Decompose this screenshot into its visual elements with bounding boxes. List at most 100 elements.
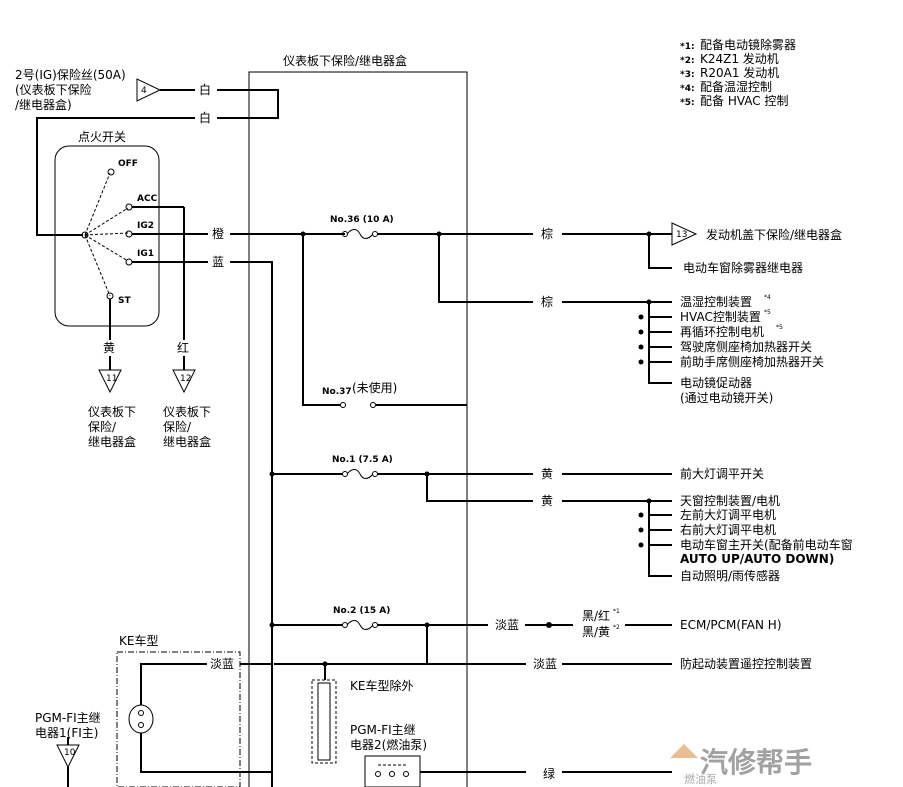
fuse-box-outline bbox=[248, 71, 468, 787]
ig-out-2-line1: 仪表板下 bbox=[163, 405, 211, 419]
relay-2-term-a bbox=[375, 771, 381, 777]
load-hvac-sup: *5 bbox=[764, 309, 771, 316]
watermark-brand: 汽修帮手 bbox=[700, 746, 812, 779]
fuse-no2-terminal-a bbox=[342, 622, 348, 628]
load-recirc: 再循环控制电机 bbox=[680, 325, 764, 339]
junction-y2 bbox=[638, 512, 644, 518]
connector-11-label: 11 bbox=[106, 374, 117, 384]
load-ecm-fan: ECM/PCM(FAN H) bbox=[680, 618, 782, 632]
wire-black-yellow: 黑/黄 bbox=[582, 625, 610, 639]
ig-out-2-line2: 保险/ bbox=[163, 419, 192, 434]
footnotes: *1: 配备电动镜除雾器 *2: K24Z1 发动机 *3: R20A1 发动机… bbox=[680, 37, 796, 108]
load-window-master-switch-2: AUTO UP/AUTO DOWN) bbox=[680, 552, 834, 566]
note-2-text: K24Z1 发动机 bbox=[700, 51, 779, 66]
wire-label-brown-1: 棕 bbox=[541, 226, 553, 241]
fuse-no1-icon bbox=[346, 469, 374, 479]
relay-1-line1: PGM-FI主继 bbox=[35, 711, 101, 725]
ig1-terminal bbox=[125, 258, 133, 266]
ig-out-1-line1: 仪表板下 bbox=[88, 405, 136, 419]
connector-13-label: 13 bbox=[676, 230, 687, 240]
wire-label-lightblue-1: 淡蓝 bbox=[495, 618, 519, 632]
connector-4-icon bbox=[136, 78, 162, 102]
off-terminal bbox=[107, 168, 115, 176]
junction-b2 bbox=[638, 314, 644, 320]
connector-12-label: 12 bbox=[180, 374, 191, 384]
fuse-no37-terminal-a bbox=[340, 402, 346, 408]
pos-acc: ACC bbox=[137, 194, 158, 204]
wire-label-blue: 蓝 bbox=[212, 255, 224, 269]
wire-yellow-2-taps bbox=[649, 514, 672, 546]
note-1-mark: *1: bbox=[680, 42, 695, 52]
load-recirc-sup: *5 bbox=[776, 324, 783, 331]
connector-10-label: 10 bbox=[64, 748, 76, 758]
watermark-sub: 燃油泵 bbox=[684, 772, 717, 786]
ig-out-1-line2: 保险/ bbox=[88, 419, 117, 434]
ignition-switch-box bbox=[54, 145, 160, 327]
wire-label-yellow-1: 黄 bbox=[541, 467, 553, 481]
pos-ig2: IG2 bbox=[137, 221, 154, 231]
connector-13-icon bbox=[671, 222, 698, 246]
wire-black-red: 黑/红 bbox=[582, 608, 610, 623]
wire-ke-relay-out bbox=[140, 733, 272, 773]
junction-y4 bbox=[638, 542, 644, 548]
junction-b3 bbox=[638, 329, 644, 335]
relay-1-term-a bbox=[138, 710, 144, 716]
fuse-no37-terminal-b bbox=[370, 402, 376, 408]
ke-except-dashed-box bbox=[311, 679, 337, 764]
junction-b4 bbox=[638, 344, 644, 350]
fuse-no1-terminal-b bbox=[372, 471, 378, 477]
wire-label-lightblue-2: 淡蓝 bbox=[210, 657, 234, 671]
junction-b5 bbox=[638, 359, 644, 365]
fuse-no36-icon bbox=[346, 229, 374, 239]
wire-label-white-2: 白 bbox=[199, 110, 211, 125]
junction-no1 bbox=[269, 471, 275, 477]
fuse-source-line2: (仪表板下保险 bbox=[15, 82, 92, 97]
relay-1-coil-icon bbox=[128, 704, 154, 734]
watermark: 汽修帮手 燃油泵 bbox=[670, 744, 812, 786]
load-right-leveling-motor: 右前大灯调平电机 bbox=[680, 522, 776, 537]
wire-white-to-switch bbox=[36, 117, 195, 236]
load-window-master-switch: 电动车窗主开关(配备前电动车窗 bbox=[680, 537, 853, 552]
fuse-no2-icon bbox=[346, 620, 374, 630]
wire-yellow-2-left bbox=[426, 474, 533, 502]
connector-11-icon bbox=[98, 369, 122, 394]
connector-4-label: 4 bbox=[141, 86, 147, 96]
fuse-no36-label: No.36 (10 A) bbox=[330, 215, 394, 225]
note-4-mark: *4: bbox=[680, 84, 695, 94]
wire-brown-2-branch bbox=[648, 302, 672, 384]
fuse-no1-label: No.1 (7.5 A) bbox=[332, 455, 393, 465]
ke-except-label: KE车型除外 bbox=[350, 678, 413, 693]
load-mirror-actuator-note: (通过电动镜开关) bbox=[680, 390, 773, 405]
wire-ke-relay-in bbox=[140, 663, 207, 705]
wire-blue-bus bbox=[230, 261, 273, 787]
load-defogger-relay: 电动车窗除雾器继电器 bbox=[683, 260, 803, 275]
wire-label-green: 绿 bbox=[543, 766, 555, 781]
relay-2-term-b bbox=[389, 771, 395, 777]
connector-10-icon bbox=[56, 744, 80, 769]
note-4-text: 配备温湿控制 bbox=[700, 79, 772, 94]
load-passenger-seat-heater: 前助手席侧座椅加热器开关 bbox=[680, 354, 824, 369]
wire-lightblue-2-inner bbox=[274, 625, 428, 665]
load-light-rain-sensor: 自动照明/雨传感器 bbox=[680, 568, 780, 583]
wire-black-red-sup: *1 bbox=[613, 608, 620, 615]
junction-no2 bbox=[269, 622, 275, 628]
load-climate: 温湿控制装置 bbox=[680, 294, 752, 309]
relay-2-term-c bbox=[403, 771, 409, 777]
fuse-box-title: 仪表板下保险/继电器盒 bbox=[283, 53, 407, 68]
connector-12-icon bbox=[172, 369, 196, 394]
note-3-text: R20A1 发动机 bbox=[700, 65, 779, 80]
ig2-terminal bbox=[125, 230, 133, 238]
junction-b1 bbox=[646, 299, 652, 305]
wire-no37-in bbox=[302, 234, 340, 406]
acc-terminal bbox=[125, 203, 133, 211]
ig-out-2-line3: 继电器盒 bbox=[163, 434, 211, 449]
load-headlight-leveling-switch: 前大灯调平开关 bbox=[680, 466, 764, 481]
load-immobilizer: 防起动装置遥控控制装置 bbox=[680, 656, 812, 671]
wire-defogger-relay bbox=[648, 234, 672, 269]
junction-ke-except bbox=[322, 661, 328, 667]
fuse-source-line3: /继电器盒) bbox=[15, 97, 72, 112]
watermark-logo-icon bbox=[670, 744, 698, 758]
relay-2-line1: PGM-FI主继 bbox=[350, 723, 416, 737]
relay-1-term-b bbox=[138, 722, 144, 728]
